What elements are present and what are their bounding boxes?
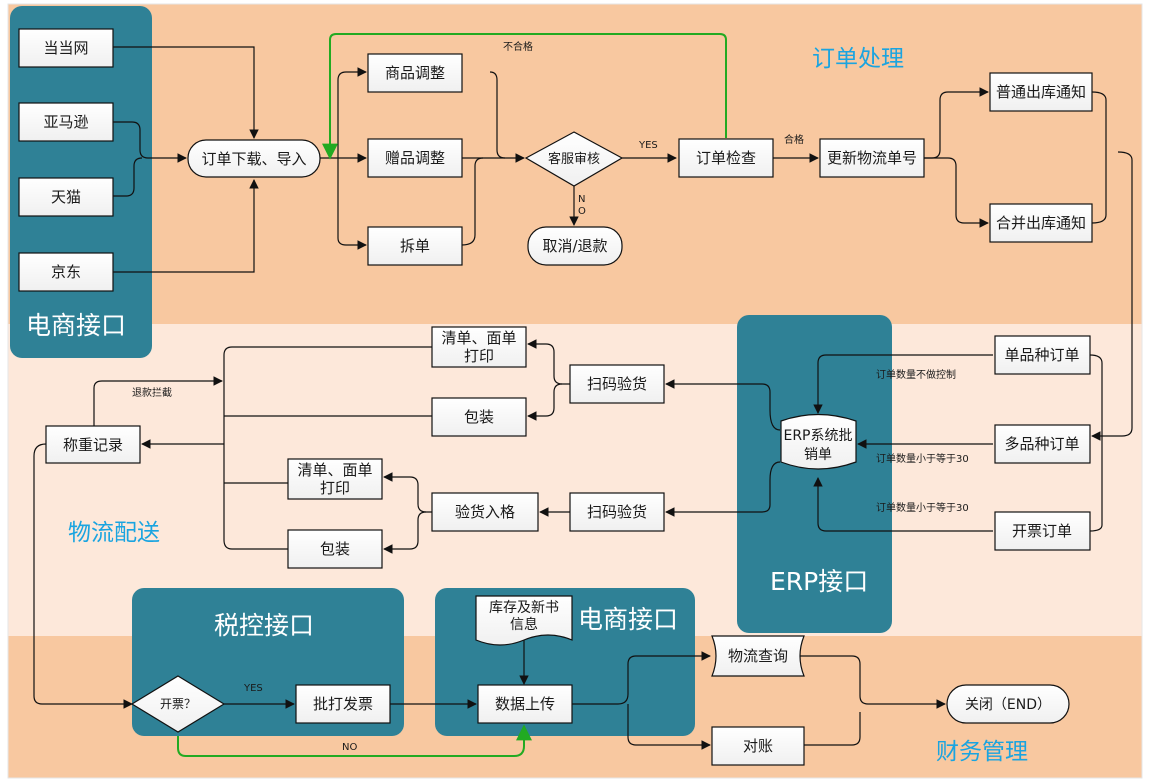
edge-label-pass: 合格 <box>784 133 804 146</box>
node-goods-adjust-label: 商品调整 <box>385 64 445 82</box>
edge-label-yes2: YES <box>243 683 263 694</box>
node-data-upload-label: 数据上传 <box>495 695 555 713</box>
node-merge-notice <box>989 203 1093 243</box>
section-order: 订单处理 <box>812 46 904 72</box>
section-finance: 财务管理 <box>936 739 1028 765</box>
node-reconcile-label: 对账 <box>743 737 773 755</box>
node-update-logistics-label: 更新物流单号 <box>827 149 917 167</box>
node-print1-label-1: 清单、面单 <box>441 329 516 347</box>
node-print2 <box>287 458 383 500</box>
node-normal-notice-label: 普通出库通知 <box>996 83 1086 101</box>
node-invoice-q <box>130 675 226 733</box>
node-print2-label-1: 清单、面单 <box>297 461 372 479</box>
node-invoice-order <box>994 511 1091 551</box>
node-split <box>367 226 463 266</box>
node-stock-info <box>475 595 573 646</box>
node-print1-label-2: 打印 <box>464 347 494 365</box>
node-print-invoice-label: 批打发票 <box>313 695 373 713</box>
node-weigh-label: 称重记录 <box>63 436 123 454</box>
node-amazon-label: 亚马逊 <box>43 113 88 131</box>
node-pack2-label: 包装 <box>320 540 350 558</box>
node-close-label: 关闭（END） <box>965 697 1051 713</box>
node-cs-review <box>524 131 624 187</box>
node-amazon <box>18 102 114 142</box>
node-data-upload <box>477 684 573 724</box>
node-weigh <box>45 425 141 464</box>
node-print-invoice <box>295 684 391 724</box>
node-goods-adjust <box>367 53 463 93</box>
node-pack2 <box>287 529 383 569</box>
node-invoice-order-label: 开票订单 <box>1012 522 1072 540</box>
node-logistics-query-label: 物流查询 <box>728 647 788 665</box>
node-gift-adjust-label: 赠品调整 <box>385 149 445 167</box>
node-pack1-label: 包装 <box>464 408 494 426</box>
panel-ecom-left-title: 电商接口 <box>26 311 126 340</box>
node-invoice-q-label: 开票？ <box>160 697 196 711</box>
node-scan2-label: 扫码验货 <box>587 503 647 521</box>
node-scan2 <box>569 492 665 532</box>
node-pack1 <box>431 397 527 437</box>
panel-erp-title: ERP接口 <box>770 567 868 596</box>
edge-label-no2: NO <box>342 742 357 753</box>
node-single-order <box>994 335 1091 375</box>
node-order-check-label: 订单检查 <box>696 149 756 167</box>
node-order-check <box>678 138 774 178</box>
node-split-label: 拆单 <box>400 237 430 255</box>
node-dangdang-label: 当当网 <box>43 39 88 57</box>
node-scan1 <box>569 364 665 404</box>
edge-label-qty-nocontrol: 订单数量不做控制 <box>876 368 956 381</box>
node-dangdang <box>18 28 114 68</box>
node-print2-label-2: 打印 <box>320 479 350 497</box>
node-order-download-label: 订单下载、导入 <box>201 150 306 168</box>
node-check-ok <box>431 492 539 532</box>
node-tmall <box>18 177 114 217</box>
node-order-download <box>187 139 321 178</box>
edge-label-qty-le30-b: 订单数量小于等于30 <box>876 501 969 514</box>
node-erp-batch <box>780 413 857 470</box>
node-stock-info-label-1: 库存及新书 <box>489 600 559 616</box>
edge-label-fail: 不合格 <box>503 40 533 53</box>
edge-label-return-intercept: 退款拦截 <box>132 386 172 399</box>
node-stock-info-label-2: 信息 <box>510 616 538 633</box>
node-erp-batch-label-1: ERP系统批 <box>783 428 852 444</box>
node-merge-notice-label: 合并出库通知 <box>996 214 1086 232</box>
panel-ecom-bottom-title: 电商接口 <box>578 605 678 634</box>
node-cancel <box>527 226 623 266</box>
node-cancel-label: 取消/退款 <box>542 237 607 255</box>
node-check-ok-label: 验货入格 <box>455 503 515 521</box>
node-cs-review-label: 客服审核 <box>548 151 600 167</box>
node-erp-batch-label-2: 销单 <box>804 447 832 463</box>
node-single-order-label: 单品种订单 <box>1004 346 1079 364</box>
node-print1 <box>431 326 527 368</box>
node-tmall-label: 天猫 <box>51 188 81 206</box>
panel-erp <box>737 315 892 633</box>
node-multi-order <box>994 424 1091 464</box>
node-gift-adjust <box>367 138 463 178</box>
edge-label-yes1: YES <box>638 140 658 151</box>
node-jd <box>18 252 114 292</box>
node-reconcile <box>711 726 805 766</box>
node-logistics-query <box>711 635 805 677</box>
node-multi-order-label: 多品种订单 <box>1004 435 1079 453</box>
node-jd-label: 京东 <box>51 263 81 281</box>
node-update-logistics <box>819 138 925 178</box>
panel-tax-title: 税控接口 <box>214 611 314 640</box>
node-close <box>946 684 1070 724</box>
node-normal-notice <box>989 72 1093 112</box>
node-scan1-label: 扫码验货 <box>587 375 647 393</box>
section-logistics: 物流配送 <box>68 520 160 546</box>
outer-frame <box>7 3 1143 779</box>
edge-label-qty-le30-a: 订单数量小于等于30 <box>876 452 969 465</box>
